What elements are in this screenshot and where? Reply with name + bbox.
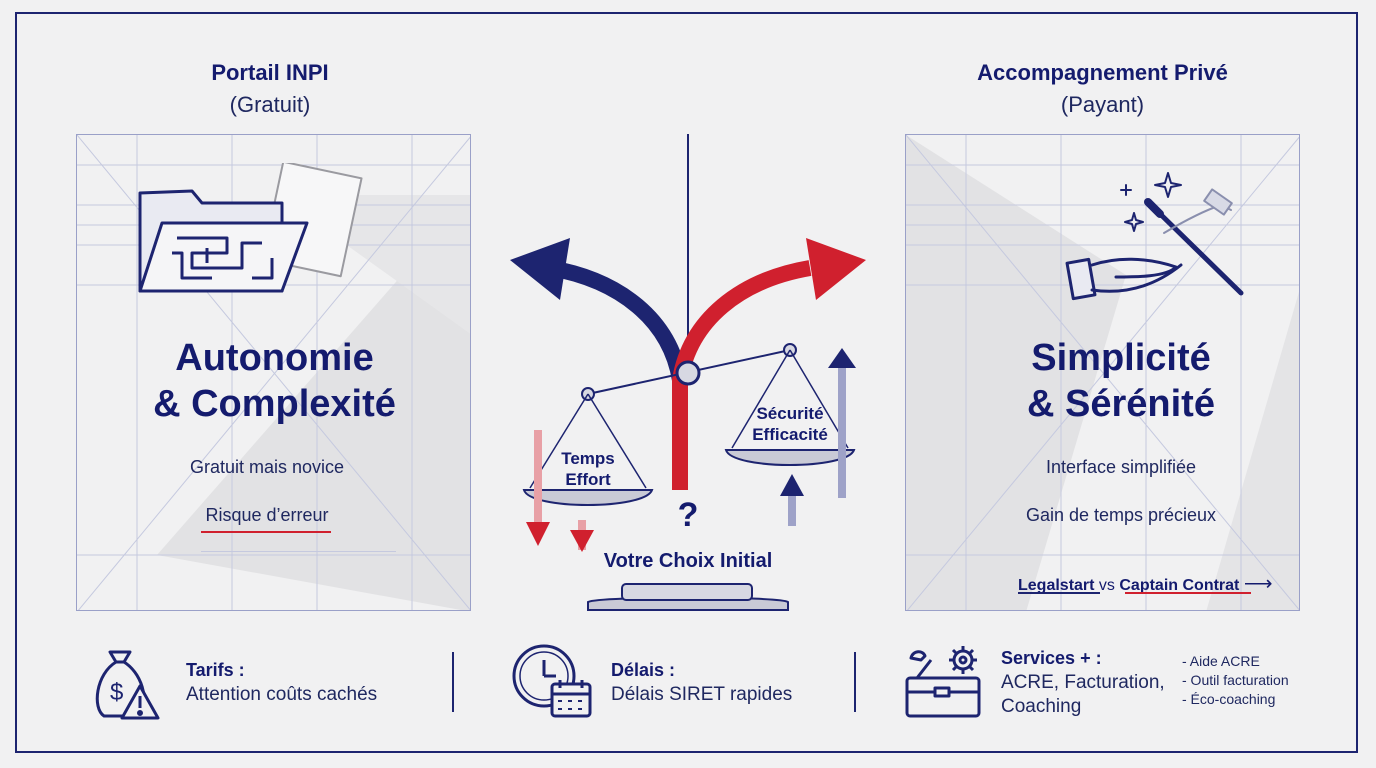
outer-frame	[15, 12, 1358, 753]
choice-scale-illustration	[510, 134, 866, 611]
left-heading-line2: & Complexité	[153, 383, 396, 425]
question-mark: ?	[677, 496, 699, 534]
right-heading-line1: Simplicité	[1031, 337, 1211, 379]
list-item: - Aide ACRE	[1182, 653, 1260, 669]
left-line2: Risque d’erreur	[205, 505, 329, 525]
right-line2: Gain de temps précieux	[1025, 505, 1217, 525]
delais-text: Délais SIRET rapides	[611, 684, 793, 705]
magic-wand-hand-icon	[1065, 172, 1244, 301]
left-subtitle: (Gratuit)	[229, 92, 311, 117]
services-text-1: ACRE, Facturation,	[1001, 672, 1165, 693]
services-bullet-list: - Aide ACRE - Outil facturation - Éco-co…	[1182, 652, 1289, 709]
tarifs-text: Attention coûts cachés	[186, 684, 378, 705]
left-line1: Gratuit mais novice	[189, 457, 345, 477]
legalstart-link[interactable]: Legalstart	[1018, 577, 1095, 594]
scale-right-label: Sécurité Efficacité	[730, 403, 850, 445]
arrow-right-icon[interactable]: ⟶	[1243, 573, 1273, 595]
right-panel-grid	[906, 135, 1299, 610]
left-grey-underline	[201, 551, 396, 552]
footer-separator-1	[452, 652, 454, 712]
choice-caption: Votre Choix Initial	[603, 550, 773, 572]
left-red-underline	[201, 531, 331, 533]
scale-left-label: Temps Effort	[528, 448, 648, 490]
scale-right-line2: Efficacité	[752, 425, 828, 444]
money-bag-warning-icon: $	[95, 650, 160, 720]
right-heading-line2: & Sérénité	[1027, 383, 1215, 425]
scale-left-line2: Effort	[565, 470, 611, 489]
left-panel: Autonomie & Complexité Gratuit mais novi…	[76, 134, 471, 611]
tarifs-label: Tarifs :	[186, 660, 245, 680]
scale-right-line1: Sécurité	[756, 404, 824, 423]
legalstart-underline	[1018, 592, 1100, 594]
list-item: - Éco-coaching	[1182, 691, 1276, 707]
maze-folder-icon	[138, 163, 363, 293]
captain-contrat-link[interactable]: Captain Contrat	[1119, 577, 1240, 594]
clock-calendar-icon	[512, 644, 592, 718]
right-panel: Simplicité & Sérénité Interface simplifi…	[905, 134, 1300, 611]
svg-text:$: $	[110, 679, 123, 706]
scale-left-line1: Temps	[561, 449, 615, 468]
delais-label: Délais :	[611, 660, 676, 680]
right-subtitle: (Payant)	[1060, 92, 1145, 117]
left-title: Portail INPI	[211, 60, 329, 85]
footer-separator-2	[854, 652, 856, 712]
provider-links: Legalstart vs Captain Contrat ⟶	[1018, 571, 1273, 596]
right-line1: Interface simplifiée	[1045, 457, 1197, 477]
services-label: Services + :	[1001, 648, 1102, 668]
services-text-2: Coaching	[1001, 696, 1082, 717]
toolbox-gear-icon	[905, 646, 981, 718]
captain-contrat-underline	[1125, 592, 1251, 594]
left-heading-line1: Autonomie	[175, 337, 374, 379]
right-title: Accompagnement Privé	[977, 60, 1228, 85]
list-item: - Outil facturation	[1182, 672, 1289, 688]
vs-label: vs	[1098, 577, 1115, 594]
